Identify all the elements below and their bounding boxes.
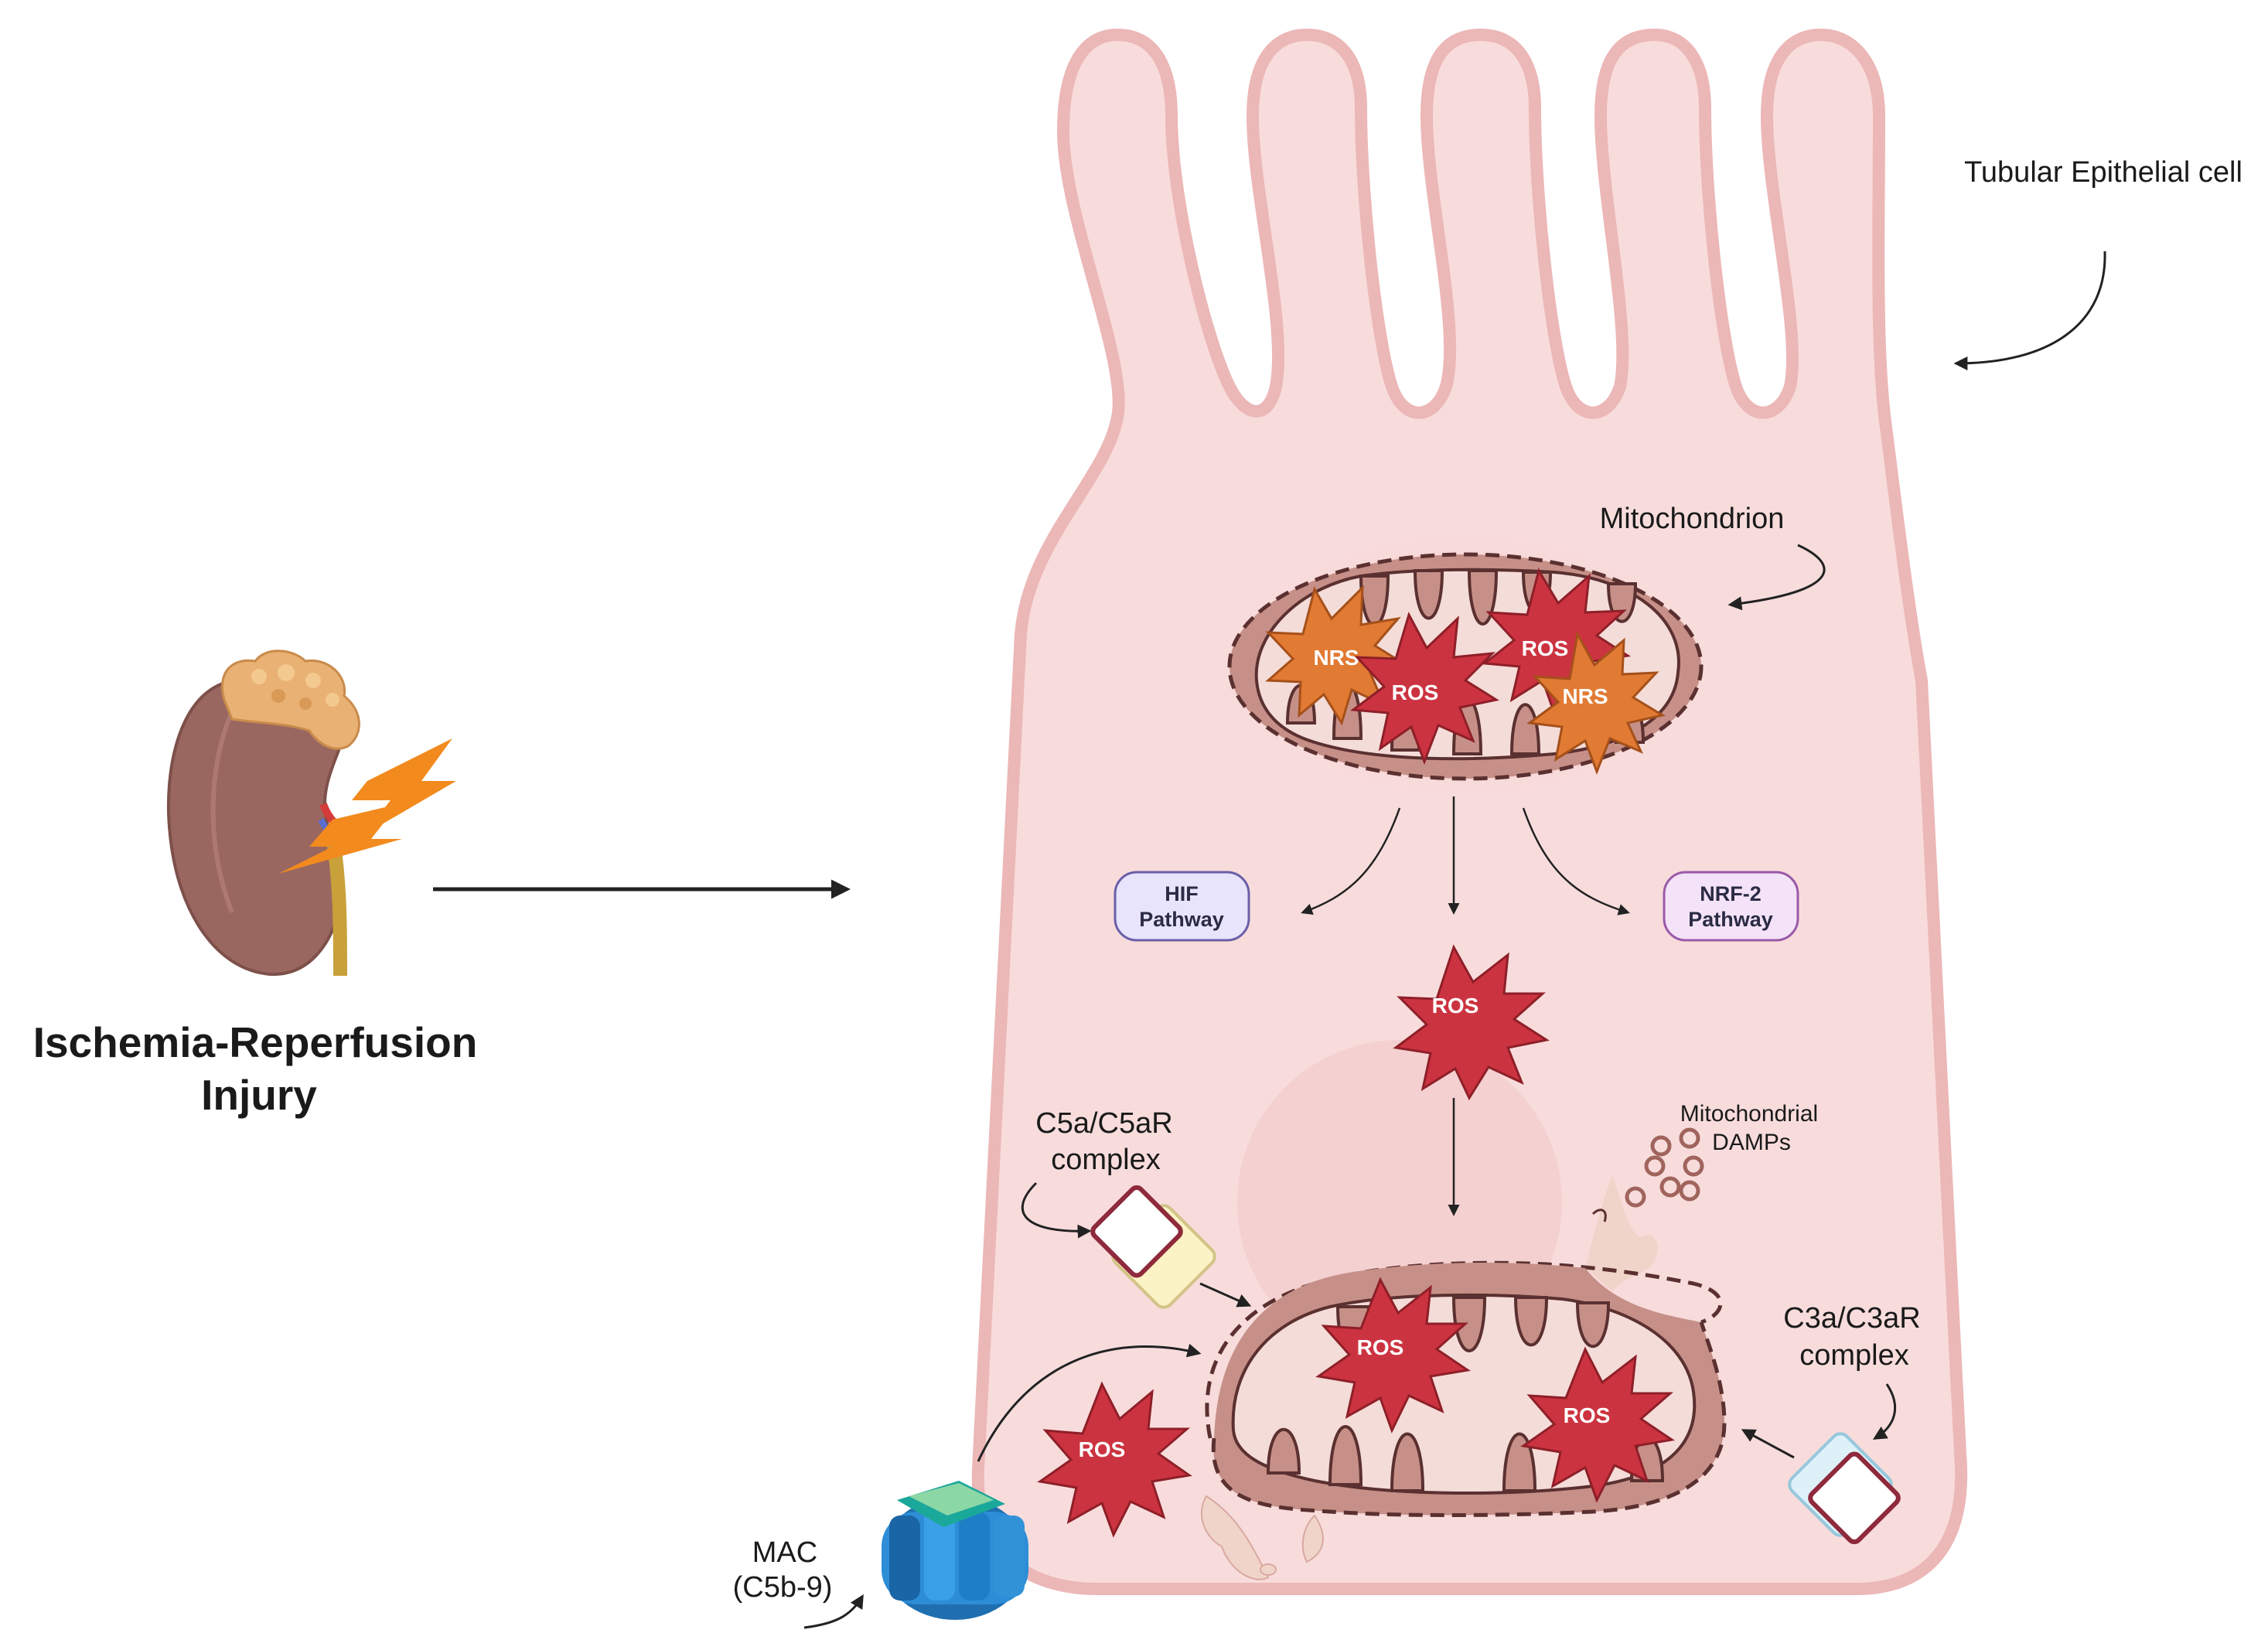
svg-text:ROS: ROS <box>1432 994 1479 1018</box>
svg-text:ROS: ROS <box>1392 680 1439 704</box>
ros-star-lower-2: ROS <box>1520 1346 1675 1503</box>
nrs-star-1: NRS <box>1265 585 1409 726</box>
c3a-receptor-icon <box>1788 1432 1901 1545</box>
c5a-to-mito-arrow <box>1199 1282 1252 1308</box>
mac-complex-icon <box>882 1481 1028 1620</box>
damps-label-line1: Mitochondrial <box>1680 1101 1818 1127</box>
svg-text:NRS: NRS <box>1313 646 1359 670</box>
c3a-to-mito-arrow <box>1741 1429 1795 1459</box>
c5a-label-line1: C5a/C5aR <box>1035 1107 1172 1140</box>
hif-pathway-badge: HIF Pathway <box>1114 871 1250 942</box>
mac-label-line1: MAC <box>752 1536 817 1569</box>
c5a-label-line2: complex <box>1051 1144 1161 1176</box>
damps-label-line2: DAMPs <box>1712 1130 1791 1155</box>
svg-text:ROS: ROS <box>1357 1335 1404 1359</box>
svg-text:ROS: ROS <box>1522 636 1569 660</box>
ros-star-middle: ROS <box>1393 944 1550 1101</box>
svg-text:ROS: ROS <box>1564 1403 1611 1427</box>
lightning-icon <box>278 738 456 874</box>
cell-label: Tubular Epithelial cell <box>1964 156 2242 189</box>
ros-star-lower-1: ROS <box>1315 1277 1471 1434</box>
c5a-receptor-icon <box>1090 1185 1216 1309</box>
mac-to-mito-arrow <box>977 1343 1202 1462</box>
svg-text:NRS: NRS <box>1562 684 1608 708</box>
title-line1: Ischemia-Reperfusion <box>33 1018 478 1066</box>
title-line2: Injury <box>201 1071 317 1119</box>
svg-text:Pathway: Pathway <box>1688 908 1773 931</box>
svg-text:Pathway: Pathway <box>1139 908 1224 931</box>
kidney-illustration <box>167 650 360 977</box>
damp-particles <box>1625 1127 1704 1208</box>
mac-label-arrow <box>803 1594 864 1629</box>
mac-label-line2: (C5b-9) <box>733 1571 833 1604</box>
mito-label-arrow <box>1727 544 1826 611</box>
arrow-to-nrf2 <box>1522 807 1630 915</box>
svg-text:ROS: ROS <box>1079 1437 1126 1461</box>
cell-label-arrow <box>1953 251 2106 370</box>
nrf2-pathway-badge: NRF-2 Pathway <box>1663 871 1799 942</box>
svg-text:NRF-2: NRF-2 <box>1700 882 1762 905</box>
arrow-to-hif <box>1301 807 1401 915</box>
svg-text:HIF: HIF <box>1165 882 1199 905</box>
nrs-star-2: NRS <box>1526 630 1666 776</box>
c5a-label-arrow <box>1021 1181 1092 1239</box>
ros-star-lower-3: ROS <box>1037 1381 1192 1538</box>
c3a-label-line1: C3a/C3aR <box>1783 1302 1920 1335</box>
ros-star-1: ROS <box>1349 612 1499 765</box>
mito-label: Mitochondrion <box>1600 503 1785 535</box>
c3a-label-line2: complex <box>1799 1339 1909 1372</box>
c3a-label-arrow <box>1872 1383 1897 1440</box>
